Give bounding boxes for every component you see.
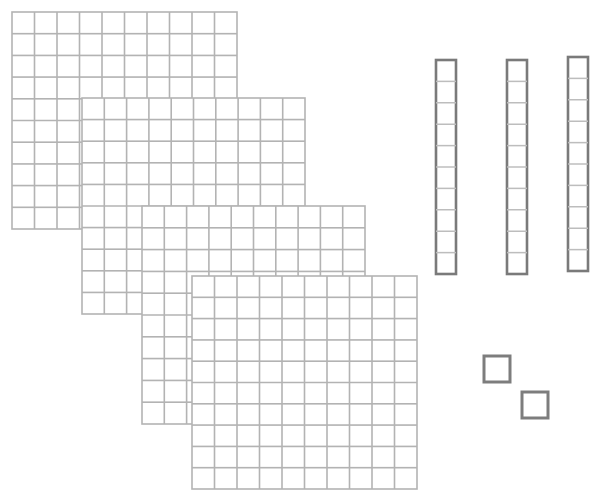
tens-rods-group <box>436 57 588 274</box>
hundreds-flats-group <box>12 12 417 489</box>
tens-rod <box>507 60 527 274</box>
hundreds-flat <box>192 276 417 489</box>
ones-unit <box>522 392 548 418</box>
tens-rod <box>568 57 588 271</box>
ones-units-group <box>484 356 548 418</box>
ones-unit <box>484 356 510 382</box>
tens-rod <box>436 60 456 274</box>
